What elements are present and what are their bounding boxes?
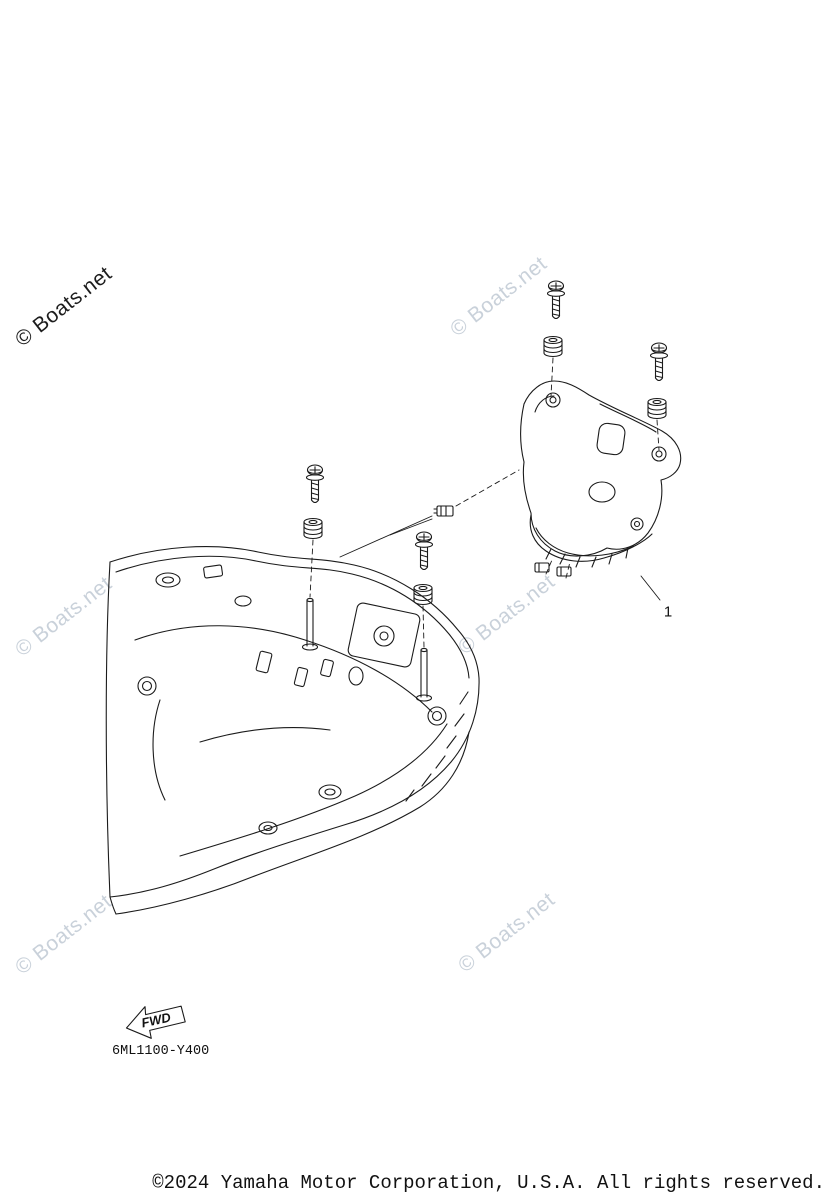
part-number-label: 1 xyxy=(663,603,673,621)
fwd-arrow xyxy=(125,1005,186,1039)
screw xyxy=(305,464,325,504)
diagram-code: 6ML1100-Y400 xyxy=(112,1044,210,1059)
copyright-text: ©2024 Yamaha Motor Corporation, U.S.A. A… xyxy=(152,1172,825,1194)
screw xyxy=(546,280,566,320)
grommet xyxy=(303,517,323,540)
clip xyxy=(433,505,454,517)
bottom-cowling-drawing xyxy=(105,546,480,915)
grommet xyxy=(543,335,563,358)
screw xyxy=(649,342,669,382)
mounting-stud xyxy=(415,647,433,702)
leader-lines xyxy=(309,357,661,648)
grommet xyxy=(647,397,667,420)
screw xyxy=(414,531,434,571)
engine-cover-drawing xyxy=(520,380,682,577)
mounting-stud xyxy=(301,597,319,651)
